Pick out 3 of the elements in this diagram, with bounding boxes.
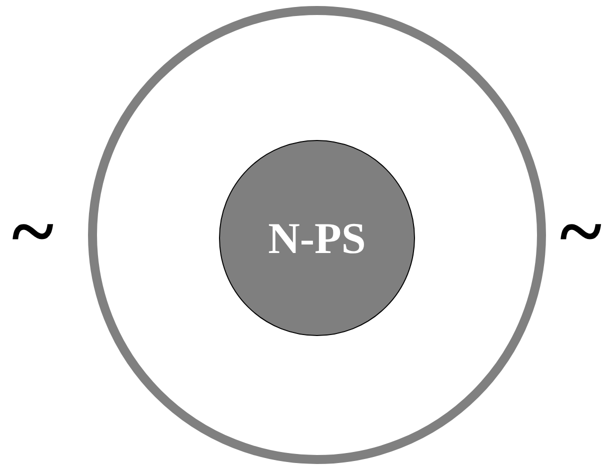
chain-continuation-mark: ~ <box>560 192 602 272</box>
node-label: N-PS <box>268 212 366 264</box>
chain-continuation-mark: ~ <box>12 192 54 272</box>
